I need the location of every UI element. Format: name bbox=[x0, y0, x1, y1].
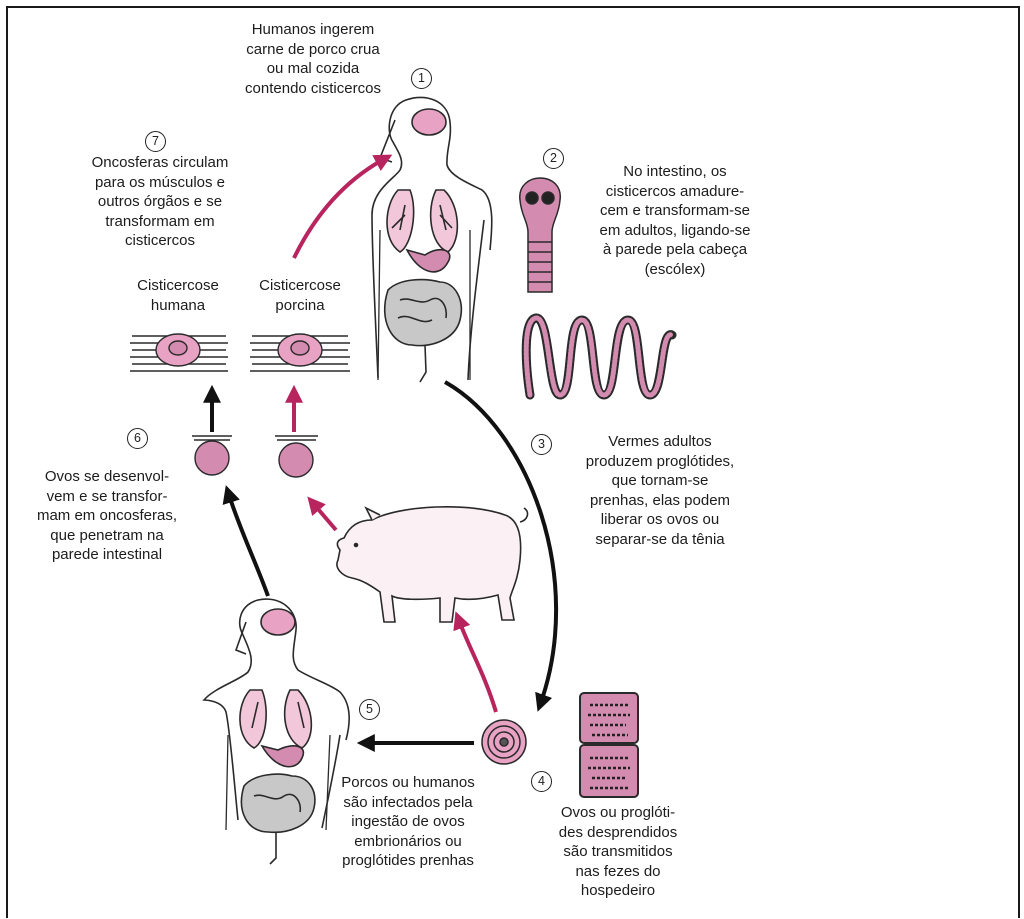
step-2-text: No intestino, os cisticercos amadure- ce… bbox=[575, 162, 775, 279]
cysticercus-human-muscle bbox=[130, 334, 228, 371]
step-number-5: 5 bbox=[359, 699, 380, 720]
embryonated-egg bbox=[482, 720, 526, 764]
cycle-arrows bbox=[212, 158, 556, 743]
label-porcine-cysticercosis: Cisticercose porcina bbox=[240, 276, 360, 315]
proglottids-illustration bbox=[580, 693, 638, 797]
oncosphere-porcine bbox=[275, 436, 318, 477]
oncosphere-human bbox=[192, 436, 232, 475]
step-number-6: 6 bbox=[127, 428, 148, 449]
arrow-pig-to-oncosphere bbox=[312, 502, 336, 530]
step-6-text: Ovos se desenvol- vem e se transfor- mam… bbox=[22, 467, 192, 565]
step-7-text: Oncosferas circulam para os músculos e o… bbox=[58, 153, 262, 251]
adult-worm-illustration bbox=[526, 318, 672, 395]
cysticercus-porcine-muscle bbox=[250, 334, 350, 371]
step-number-2: 2 bbox=[543, 148, 564, 169]
step-number-1: 1 bbox=[411, 68, 432, 89]
arrow-egg-to-pig bbox=[458, 618, 496, 712]
step-3-text: Vermes adultos produzem proglótides, que… bbox=[560, 432, 760, 549]
step-number-7: 7 bbox=[145, 131, 166, 152]
step-1-text: Humanos ingerem carne de porco crua ou m… bbox=[220, 20, 406, 98]
label-human-cysticercosis: Cisticercose humana bbox=[122, 276, 234, 315]
step-4-text: Ovos ou proglóti- des desprendidos são t… bbox=[538, 803, 698, 901]
scolex-illustration bbox=[520, 178, 560, 292]
arrow-human-to-oncosphere bbox=[228, 492, 268, 596]
step-number-4: 4 bbox=[531, 771, 552, 792]
step-number-3: 3 bbox=[531, 434, 552, 455]
human-figure-top bbox=[372, 97, 492, 382]
pig-illustration bbox=[337, 507, 528, 622]
step-5-text: Porcos ou humanos são infectados pela in… bbox=[318, 773, 498, 871]
